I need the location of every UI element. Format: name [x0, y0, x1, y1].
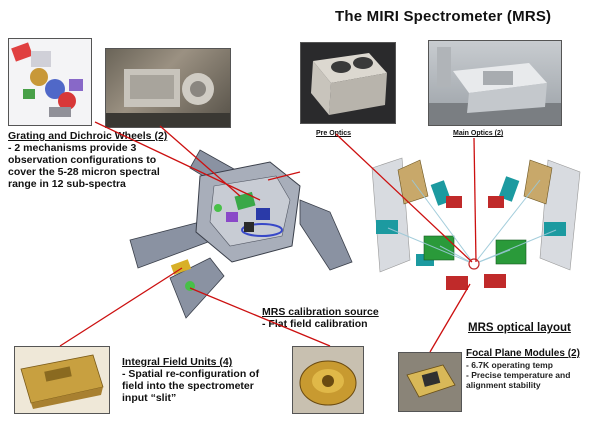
grating-line: observation configurations to — [8, 154, 157, 166]
grating-line: range in 12 sub-spectra — [8, 178, 126, 190]
optical-layout-label: MRS optical layout — [468, 322, 571, 334]
fpm-line: - 6.7K operating temp — [466, 360, 553, 370]
ifu-line: input “slit” — [122, 392, 177, 404]
leader-line-pre-optics — [335, 133, 473, 263]
grating-heading: Grating and Dichroic Wheels (2) — [8, 130, 168, 142]
fpm-line: - Precise temperature and — [466, 370, 571, 380]
exploded-cad-image — [8, 38, 92, 126]
fpm-line: alignment stability — [466, 380, 541, 390]
ifu-description: Integral Field Units (4) - Spatial re-co… — [122, 356, 292, 404]
ifu-photo — [14, 346, 110, 414]
fpm-heading: Focal Plane Modules (2) — [466, 348, 580, 359]
calibration-description: MRS calibration source - Flat field cali… — [262, 306, 462, 330]
leader-line-grating-photo — [159, 125, 241, 197]
ifu-line: field into the spectrometer — [122, 380, 254, 392]
leader-line-fpm — [429, 283, 471, 353]
leader-line-center — [267, 171, 301, 181]
ifu-line: - Spatial re-configuration of — [122, 368, 260, 380]
fpm-photo — [398, 352, 462, 412]
main-optics-caption: Main Optics (2) — [453, 130, 504, 137]
leader-line-main-optics — [473, 137, 477, 263]
ifu-heading: Integral Field Units (4) — [122, 356, 233, 368]
leader-line-grating — [94, 121, 261, 201]
fpm-description: Focal Plane Modules (2) - 6.7K operating… — [466, 348, 596, 390]
grating-line: - 2 mechanisms provide 3 — [8, 142, 137, 154]
pre-optics-caption: Pre Optics — [316, 130, 352, 137]
calibration-source-photo — [292, 346, 364, 414]
calibration-line: - Flat field calibration — [262, 318, 368, 330]
lab-hardware-photo — [105, 48, 231, 128]
pre-optics-photo — [300, 42, 396, 124]
grating-description: Grating and Dichroic Wheels (2) - 2 mech… — [8, 130, 218, 190]
leader-line-calibration — [189, 287, 331, 347]
grating-line: cover the 5-28 micron spectral — [8, 166, 160, 178]
leader-line-ifu — [59, 267, 183, 347]
calibration-heading: MRS calibration source — [262, 306, 379, 318]
page-title: The MIRI Spectrometer (MRS) — [335, 8, 552, 25]
main-optics-photo — [428, 40, 562, 126]
